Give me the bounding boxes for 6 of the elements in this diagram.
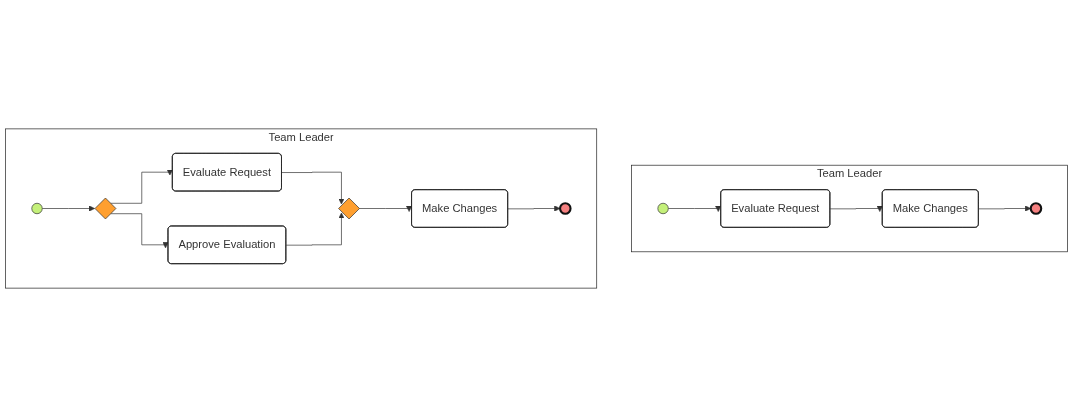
node-circle	[657, 202, 669, 215]
node-diamond	[94, 197, 117, 220]
node-circle	[559, 202, 572, 215]
node-circle	[31, 202, 43, 215]
node-circle	[1029, 202, 1043, 215]
node-diamond	[338, 197, 360, 220]
